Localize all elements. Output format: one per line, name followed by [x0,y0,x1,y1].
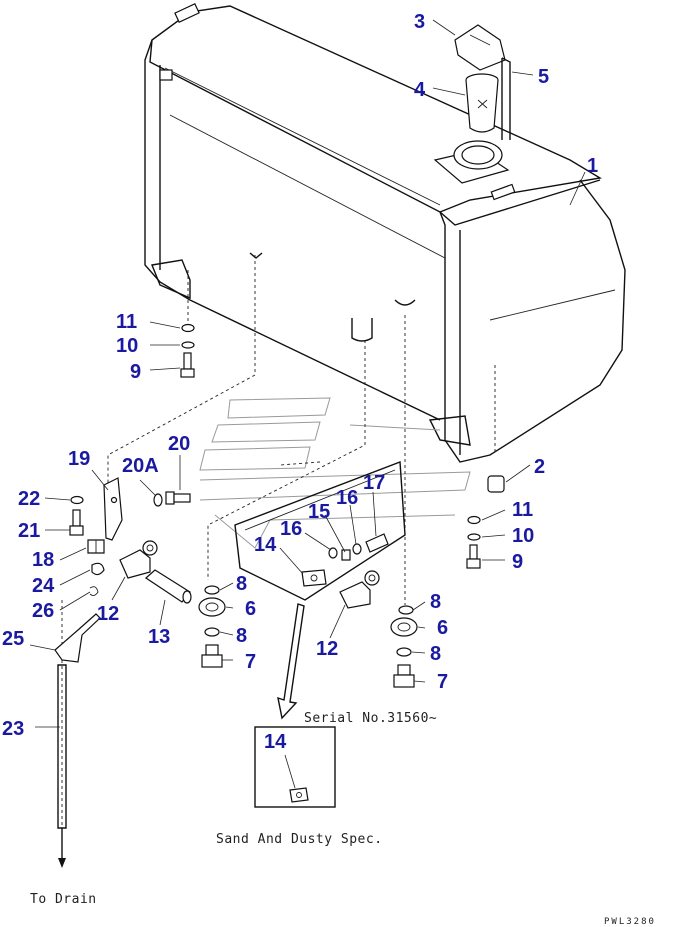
callout-10-right: 10 [512,525,534,547]
tube-ends [249,252,416,342]
callout-8-left-a: 8 [236,573,247,595]
banjo-6-left [198,597,226,617]
callout-8-right-a: 8 [430,591,441,613]
callout-11-left: 11 [116,311,137,333]
washer-11-right [467,515,481,525]
bolt-21 [69,509,84,536]
callout-8-right-b: 8 [430,643,441,665]
plug-2 [487,475,505,493]
drain-caption: To Drain [30,892,97,907]
leader-lines [29,19,534,789]
drawing-code: PWL3280 [604,917,656,927]
inset-box [254,726,336,808]
clamp-18 [87,539,105,554]
oring-8-left-upper [204,585,220,595]
level-rod [501,57,511,140]
callout-12-right: 12 [316,638,338,660]
callout-1: 1 [587,155,598,177]
washer-20a [153,493,163,507]
drain-arrow-head [58,858,66,868]
bracket-25 [54,613,101,663]
callout-14-inset: 14 [264,731,287,753]
callout-19: 19 [68,448,90,470]
callout-2: 2 [534,456,545,478]
bolt-20 [165,491,191,505]
callout-22: 22 [18,488,40,510]
connector-17 [365,533,389,553]
valve-12-right [339,570,380,609]
callout-numbers: 3 4 5 1 11 10 9 2 11 10 9 19 20A 20 22 2… [2,11,598,753]
callout-11-right: 11 [512,499,533,521]
callout-4: 4 [414,79,426,101]
bolt-7-right [393,664,415,688]
tank-cap [454,24,506,71]
callout-16-upper: 16 [336,487,358,509]
callout-6-right: 6 [437,617,448,639]
callout-24: 24 [32,575,55,597]
callout-8-left-b: 8 [236,625,247,647]
tube-13 [145,569,192,604]
callout-12-left: 12 [97,603,119,625]
callout-7-right: 7 [437,671,448,693]
serial-number-caption: Serial No.31560~ [304,711,437,726]
callout-15: 15 [308,501,330,523]
mounting-plate [234,461,406,601]
bolt-7-left [201,644,223,668]
callout-18: 18 [32,549,54,571]
washer-22 [70,495,84,505]
nut-15 [341,549,351,561]
inset-arrow [277,603,305,720]
oring-8-right-upper [398,605,414,615]
washer-10-left [181,341,195,349]
callout-6-left: 6 [245,598,256,620]
washer-10-right [467,533,481,541]
callout-20: 20 [168,433,190,455]
callout-16-lower: 16 [280,518,302,540]
strainer [465,73,499,133]
bolt-9-right [466,544,481,569]
callout-7-left: 7 [245,651,256,673]
nut-16-upper [352,543,362,555]
callout-5: 5 [538,66,549,88]
washer-11-left [181,323,195,333]
callout-21: 21 [18,520,40,542]
nut-16-lower [328,547,338,559]
callout-9-right: 9 [512,551,523,573]
callout-9-left: 9 [130,361,141,383]
banjo-6-right [390,617,418,637]
callout-26: 26 [32,600,54,622]
callout-13: 13 [148,626,170,648]
oring-8-right-lower [396,647,412,657]
oring-8-left-lower [204,627,220,637]
callout-25: 25 [2,628,24,650]
valve-12-left [119,540,158,579]
clip-24 [91,562,105,576]
fuel-tank [144,3,626,549]
callout-17: 17 [363,472,385,494]
clip-26 [89,586,99,597]
callout-23: 23 [2,718,24,740]
spec-caption: Sand And Dusty Spec. [216,832,383,847]
callout-10-left: 10 [116,335,138,357]
bolt-9-left [180,352,195,378]
bracket-19 [103,477,123,541]
callout-14: 14 [254,534,277,556]
callout-20a: 20A [122,455,159,477]
callout-3: 3 [414,11,425,33]
fitting-14 [301,569,327,587]
